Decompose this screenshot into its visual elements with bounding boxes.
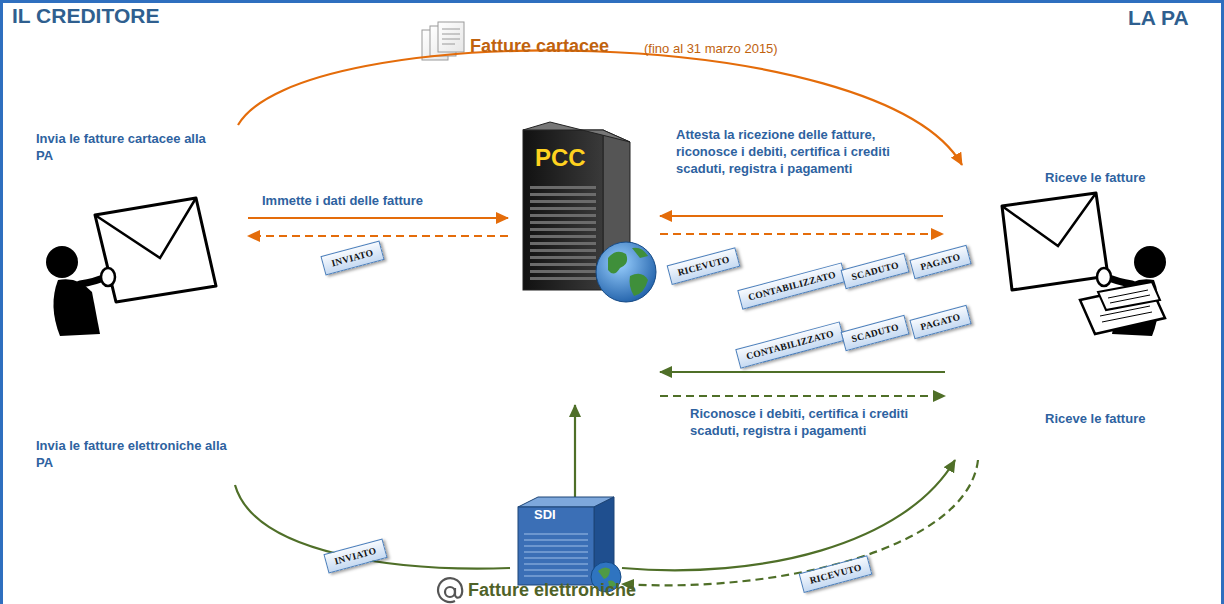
creditor-figure (46, 198, 216, 336)
flow-arrow (574, 405, 576, 497)
channel-title: Fatture elettroniche (468, 580, 636, 601)
sdi-server: SDI (510, 497, 622, 590)
status-tag: SCADUTO (841, 315, 910, 352)
node-text: Invia le fatture cartacee alla PA (36, 130, 214, 164)
tag-text: CONTABILIZZATO (747, 269, 837, 304)
tag-text: SCADUTO (850, 259, 900, 283)
node-text: Riceve le fatture (1045, 169, 1185, 186)
tag-text: CONTABILIZZATO (745, 328, 835, 363)
flow-arrow (622, 460, 978, 585)
tag-text: INVIATO (330, 247, 375, 270)
channel-title: Fatture cartacee (470, 36, 609, 57)
status-tag: CONTABILIZZATO (735, 321, 845, 368)
flow-arrow (622, 460, 955, 570)
flow-arrow (660, 371, 945, 373)
tag-text: SCADUTO (850, 321, 900, 345)
edge-label: Attesta la ricezione delle fatture, rico… (676, 126, 926, 177)
creditor-electronic-node: Invia le fatture elettroniche alla PA (30, 435, 248, 485)
status-tag: PAGATO (909, 245, 971, 280)
flow-arrow (248, 235, 508, 237)
status-tag: RICEVUTO (799, 555, 873, 593)
pcc-server: PCC (508, 130, 660, 405)
status-tag: RICEVUTO (667, 247, 741, 285)
side-heading: LA PA (1128, 6, 1189, 30)
status-tag: CONTABILIZZATO (737, 262, 847, 309)
flow-arrow (660, 233, 943, 235)
server-label: PCC (508, 130, 660, 172)
pa-paper-node: Riceve le fatture (943, 165, 1193, 255)
creditor-paper-node: Invia le fatture cartacee alla PA (30, 125, 248, 255)
tag-text: INVIATO (333, 545, 378, 568)
flow-arrow (660, 395, 945, 397)
server-label: SDI (510, 497, 622, 523)
flow-arrow (235, 485, 510, 569)
pa-electronic-node: Riceve le fatture (945, 360, 1195, 460)
email-at-icon (438, 578, 462, 602)
node-text: Riceve le fatture (1045, 410, 1185, 427)
flow-arrow (660, 215, 943, 217)
edge-label: Immette i dati delle fatture (262, 192, 502, 209)
side-heading: IL CREDITORE (12, 4, 159, 28)
pa-figure (1002, 193, 1166, 336)
tag-text: RICEVUTO (808, 561, 863, 586)
status-tag: INVIATO (323, 538, 387, 573)
flow-arrow (248, 217, 508, 219)
edge-label: Riconosce i debiti, certifica i crediti … (690, 405, 930, 439)
status-tag: SCADUTO (841, 253, 910, 290)
tag-text: PAGATO (919, 311, 962, 333)
status-tag: PAGATO (909, 305, 971, 340)
node-text: Invia le fatture elettroniche alla PA (36, 437, 241, 471)
tag-text: PAGATO (919, 251, 962, 273)
channel-note: (fino al 31 marzo 2015) (644, 41, 778, 56)
tag-text: RICEVUTO (676, 253, 731, 278)
status-tag: INVIATO (320, 240, 384, 275)
